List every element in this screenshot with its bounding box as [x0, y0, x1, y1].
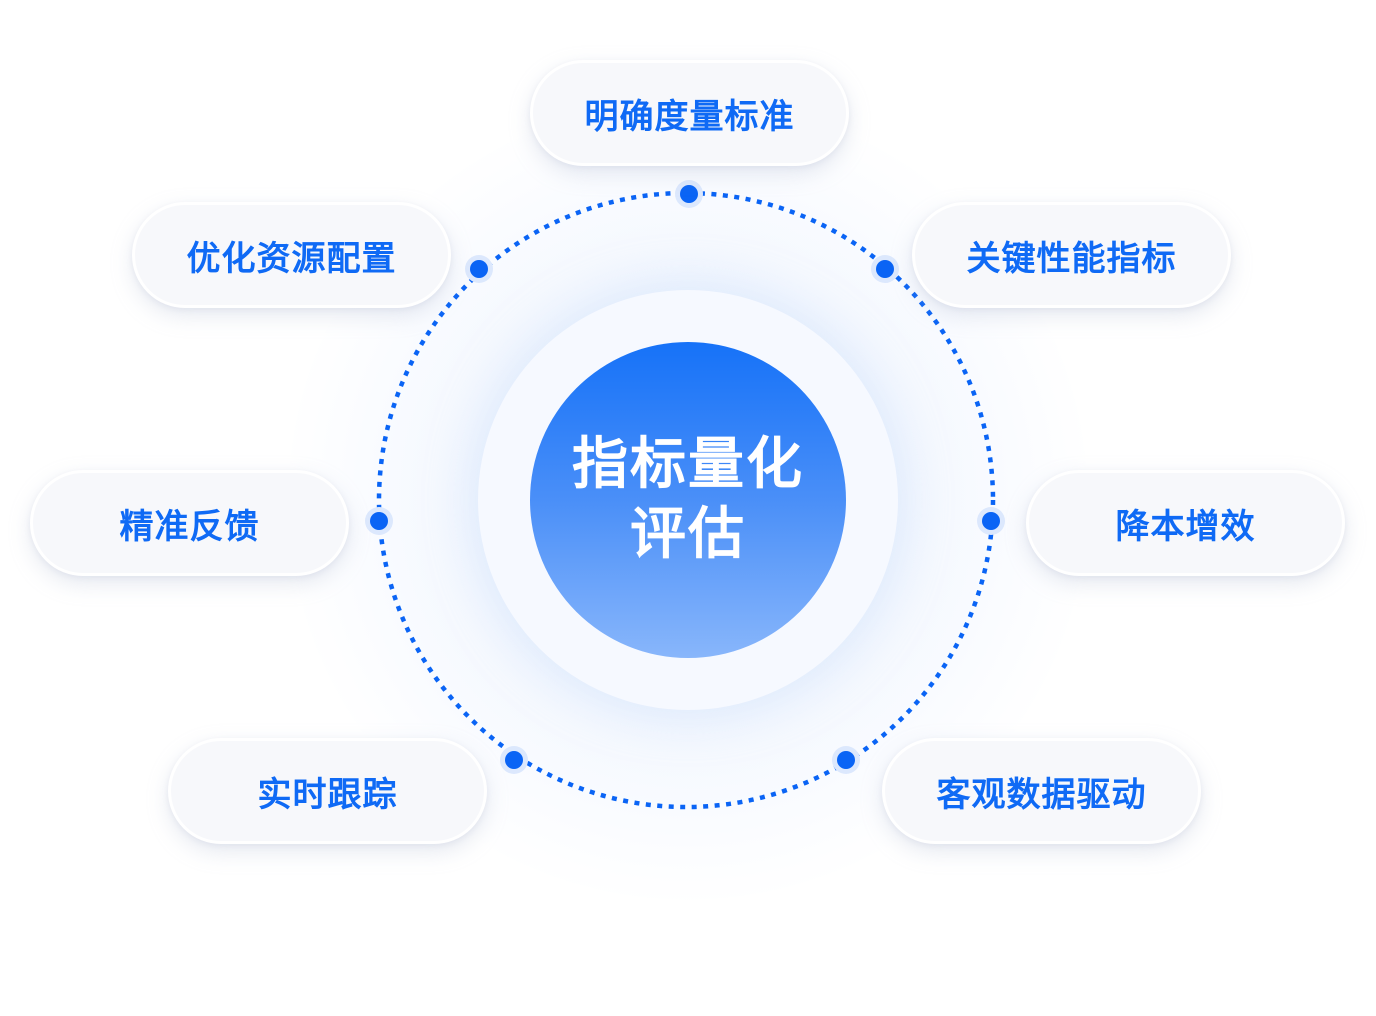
node-label: 优化资源配置 [186, 238, 397, 279]
center-title-line1: 指标量化 [572, 432, 804, 497]
center-title-line2: 评估 [630, 502, 746, 567]
center-core-circle: 指标量化 评估 [530, 342, 846, 658]
orbit-dot-bottom-right [832, 746, 860, 774]
node-label: 实时跟踪 [257, 774, 398, 815]
node-pill-bottom-right[interactable]: 客观数据驱动 [882, 738, 1201, 844]
orbit-dot-top [675, 180, 703, 208]
node-pill-top-left[interactable]: 优化资源配置 [132, 202, 451, 308]
node-label: 精准反馈 [119, 506, 260, 547]
orbit-dot-mid-right [977, 507, 1005, 535]
node-label: 明确度量标准 [584, 96, 795, 137]
orbit-dot-top-left [465, 255, 493, 283]
node-pill-top-right[interactable]: 关键性能指标 [912, 202, 1231, 308]
node-label: 客观数据驱动 [936, 774, 1147, 815]
node-label: 降本增效 [1115, 506, 1256, 547]
node-pill-bottom-left[interactable]: 实时跟踪 [168, 738, 487, 844]
node-pill-mid-left[interactable]: 精准反馈 [30, 470, 349, 576]
orbit-dot-top-right [871, 255, 899, 283]
orbit-dot-mid-left [365, 507, 393, 535]
orbit-dot-bottom-left [500, 746, 528, 774]
node-pill-mid-right[interactable]: 降本增效 [1026, 470, 1345, 576]
node-label: 关键性能指标 [966, 238, 1177, 279]
node-pill-top[interactable]: 明确度量标准 [530, 60, 849, 166]
